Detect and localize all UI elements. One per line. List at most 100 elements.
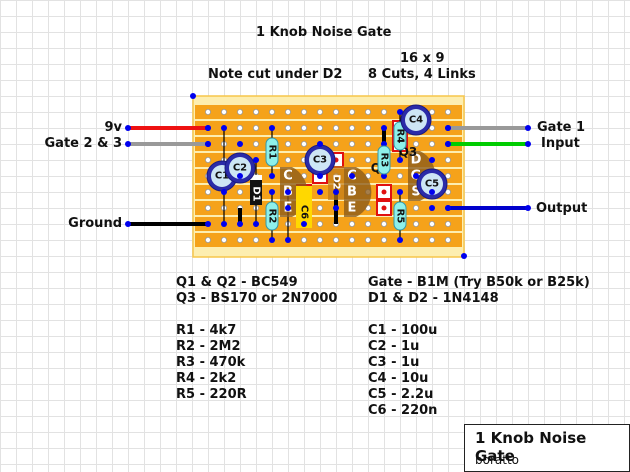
solder-point [205,141,211,147]
resistor-label: R2 [267,209,278,224]
diode-d2 [328,166,344,200]
bom-capacitors: C1 - 100u C2 - 1u C3 - 1u C4 - 10u C5 - … [368,323,437,419]
solder-point [397,157,403,163]
resistor-r5 [393,201,407,231]
strip-hole [284,156,291,163]
strip-hole [300,109,307,116]
solder-point [429,189,435,195]
diagram-title: 1 Knob Noise Gate [256,25,392,40]
strip-hole [332,109,339,116]
solder-point [445,141,451,147]
bom-line: C4 - 10u [368,371,429,386]
board-size: 16 x 9 [400,51,445,66]
solder-point [269,237,275,243]
strip-hole [204,204,211,211]
strip-hole [348,109,355,116]
capacitor-top [405,109,427,131]
diode-label: D2 [331,174,342,189]
bom-line: C5 - 2.2u [368,387,434,402]
strip-hole [348,125,355,132]
title-block-title: 1 Knob Noise Gate [475,429,587,465]
strip-hole [348,236,355,243]
strip-hole [412,220,419,227]
title-block: 1 Knob Noise Gate boratto [464,424,630,472]
strip-hole [412,204,419,211]
wire-end [525,205,531,211]
cut-note: Note cut under D2 [208,67,343,82]
capacitor-label: C3 [313,155,327,166]
solder-point [221,221,227,227]
diode-label: D1 [251,186,262,201]
capacitor-label: C4 [409,115,423,126]
strip-hole [300,236,307,243]
wire-end [125,221,131,227]
strip-hole [332,125,339,132]
strip-hole [428,236,435,243]
solder-point [237,221,243,227]
bom-line: C1 - 100u [368,323,438,338]
strip-hole [252,109,259,116]
solder-point [333,189,339,195]
strip-hole [364,156,371,163]
solder-point [221,189,227,195]
strip-hole [444,109,451,116]
bom-line: C2 - 1u [368,339,420,354]
solder-point [285,189,291,195]
strip-hole [316,220,323,227]
strip-hole [364,236,371,243]
strip-hole [428,140,435,147]
solder-point [413,173,419,179]
diode-d1 [250,175,262,205]
capacitor-label: C2 [233,163,247,174]
bom-transistors: Q1 & Q2 - BC549 Q3 - BS170 or 2N7000 [176,275,337,307]
strip-hole [364,125,371,132]
resistor-r1 [265,137,279,167]
bom-line: Q1 & Q2 - BC549 [176,275,298,290]
strip-hole [396,172,403,179]
strip-hole [444,188,451,195]
strip-hole [236,109,243,116]
corner-marker [461,253,467,259]
capacitor-top [421,173,443,195]
strip-hole [380,220,387,227]
solder-point [429,205,435,211]
pin-label: E [348,201,357,216]
resistor-r4 [393,121,407,151]
strip-hole [252,236,259,243]
pin-label: C [283,169,293,184]
strip-hole [332,140,339,147]
strip-hole [380,109,387,116]
strip-hole [220,236,227,243]
wire-end [125,141,131,147]
strip-hole [332,236,339,243]
strip-hole [364,109,371,116]
strip-hole [444,156,451,163]
strip-hole [444,220,451,227]
wire-label-gate-2-3: Gate 2 & 3 [44,136,122,151]
pin-label: D [411,153,422,168]
capacitor-label: C6 [299,205,310,219]
strip-hole [236,188,243,195]
pin-label: B [347,185,357,200]
solder-point [381,125,387,131]
cuts-links-count: 8 Cuts, 4 Links [368,67,476,82]
bom-line: Q3 - BS170 or 2N7000 [176,291,338,306]
copper-strip [195,233,462,247]
strip-hole [284,125,291,132]
wire-label-ground: Ground [68,216,122,231]
solder-point [285,237,291,243]
capacitor-top [309,149,331,171]
strip-hole [348,220,355,227]
solder-point [205,125,211,131]
solder-point [205,221,211,227]
solder-point [317,189,323,195]
capacitor-label: C1 [215,171,229,182]
bom-misc: Gate - B1M (Try B50k or B25k) D1 & D2 - … [368,275,590,307]
solder-point [301,221,307,227]
solder-point [221,125,227,131]
strip-hole [316,125,323,132]
strip-hole [316,236,323,243]
solder-point [445,125,451,131]
film-capacitor-c6 [296,186,312,228]
strip-hole [316,204,323,211]
